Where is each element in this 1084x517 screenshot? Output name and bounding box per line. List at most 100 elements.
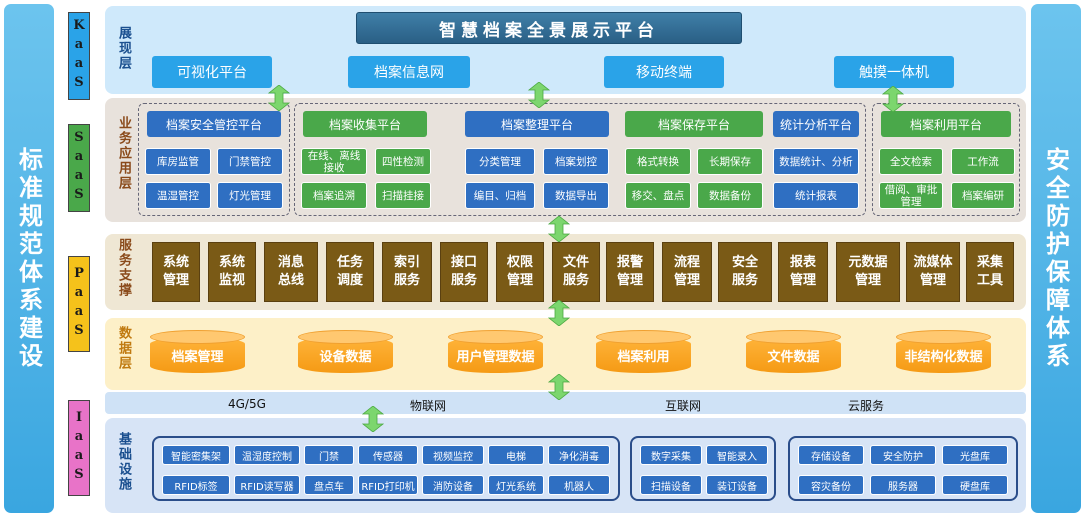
service-item: 元数据 管理: [836, 242, 900, 302]
service-item: 报警 管理: [606, 242, 654, 302]
infra-item: 温湿度控制: [234, 445, 300, 465]
kaas-tag: KaaS: [68, 12, 90, 100]
infra-item: 扫描设备: [640, 475, 702, 495]
data-cylinder: 档案利用: [596, 330, 691, 380]
app-item: 档案划控: [543, 148, 609, 175]
double-arrow-icon: [548, 374, 570, 400]
infra-item: 光盘库: [942, 445, 1008, 465]
infra-item: 装订设备: [706, 475, 768, 495]
infra-group-storage: 存储设备安全防护光盘库容灾备份服务器硬盘库: [788, 436, 1018, 501]
app-item: 统计报表: [773, 182, 859, 209]
cylinder-top: [298, 330, 393, 344]
double-arrow-icon: [362, 406, 384, 432]
app-group-security: 档案安全管控平台 库房监管 门禁管控 温湿管控 灯光管理: [138, 103, 290, 216]
presentation-layer-name: 展现层: [116, 26, 131, 71]
infra-item: 存储设备: [798, 445, 864, 465]
service-item: 文件 服务: [552, 242, 600, 302]
archive-info-network: 档案信息网: [348, 56, 470, 88]
app-item: 编目、归档: [465, 182, 535, 209]
preservation-platform-header: 档案保存平台: [625, 111, 763, 137]
saas-tag-label: SaaS: [71, 130, 87, 206]
app-item: 档案追溯: [301, 182, 367, 209]
data-item-label: 设备数据: [319, 350, 372, 365]
standards-system-label: 标准规范体系建设: [14, 146, 43, 371]
application-layer-name: 业务应用层: [116, 116, 131, 191]
collection-platform-header: 档案收集平台: [303, 111, 427, 137]
app-item: 门禁管控: [217, 148, 283, 175]
data-item-label: 档案利用: [617, 350, 670, 365]
service-item: 流程 管理: [662, 242, 712, 302]
data-item-label: 用户管理数据: [456, 350, 535, 365]
paas-tag-label: PaaS: [71, 266, 87, 342]
infrastructure-band: [105, 418, 1026, 513]
cylinder-top: [448, 330, 543, 344]
security-platform-header: 档案安全管控平台: [147, 111, 281, 137]
double-arrow-icon: [548, 300, 570, 326]
app-item: 长期保存: [697, 148, 763, 175]
infra-item: 盘点车: [304, 475, 354, 495]
saas-tag: SaaS: [68, 124, 90, 212]
cylinder-top: [746, 330, 841, 344]
infra-item: 容灾备份: [798, 475, 864, 495]
app-item: 移交、盘点: [625, 182, 691, 209]
touch-kiosk: 触摸一体机: [834, 56, 954, 88]
app-item: 温湿管控: [145, 182, 211, 209]
app-item: 在线、离线 接收: [301, 148, 367, 175]
service-item: 索引 服务: [382, 242, 432, 302]
infra-item: 净化消毒: [548, 445, 610, 465]
infra-item: 灯光系统: [488, 475, 544, 495]
network-cloud: 云服务: [848, 399, 885, 413]
app-item: 格式转换: [625, 148, 691, 175]
paas-tag: PaaS: [68, 256, 90, 352]
panorama-platform-title: 智慧档案全景展示平台: [356, 12, 742, 44]
service-item: 流媒体 管理: [906, 242, 960, 302]
double-arrow-icon: [268, 85, 290, 111]
security-system-bar: 安全防护保障体系: [1031, 4, 1081, 513]
cylinder-top: [150, 330, 245, 344]
network-internet: 互联网: [665, 399, 702, 413]
app-group-center: 档案收集平台 在线、离线 接收 四性检测 档案追溯 扫描挂接 档案整理平台 分类…: [294, 103, 866, 216]
app-item: 四性检测: [375, 148, 431, 175]
infra-item: 机器人: [548, 475, 610, 495]
infra-item: 服务器: [870, 475, 936, 495]
network-band: [105, 392, 1026, 414]
data-item-label: 非结构化数据: [904, 350, 983, 365]
app-item: 全文检索: [879, 148, 943, 175]
data-cylinder: 档案管理: [150, 330, 245, 380]
security-system-label: 安全防护保障体系: [1041, 146, 1070, 371]
service-item: 权限 管理: [496, 242, 544, 302]
cylinder-top: [596, 330, 691, 344]
app-group-utilization: 档案利用平台 全文检索 工作流 借阅、审批 管理 档案编研: [872, 103, 1020, 216]
service-item: 接口 服务: [440, 242, 488, 302]
app-item: 数据备份: [697, 182, 763, 209]
data-layer-name: 数据层: [116, 326, 131, 371]
service-item: 系统 管理: [152, 242, 200, 302]
infra-item: 安全防护: [870, 445, 936, 465]
infra-item: RFID打印机: [358, 475, 418, 495]
data-cylinder: 非结构化数据: [896, 330, 991, 380]
service-item: 安全 服务: [718, 242, 772, 302]
infra-item: 数字采集: [640, 445, 702, 465]
service-layer-name: 服务支撑: [116, 238, 131, 298]
infra-item: RFID读写器: [234, 475, 300, 495]
app-item: 库房监管: [145, 148, 211, 175]
mobile-terminal: 移动终端: [604, 56, 724, 88]
infra-item: 智能密集架: [162, 445, 230, 465]
iaas-tag: IaaS: [68, 400, 90, 496]
data-cylinder: 用户管理数据: [448, 330, 543, 380]
infrastructure-layer-name: 基础设施: [116, 432, 131, 492]
service-item: 任务 调度: [326, 242, 374, 302]
standards-system-bar: 标准规范体系建设: [4, 4, 54, 513]
infra-item: 智能录入: [706, 445, 768, 465]
service-item: 消息 总线: [264, 242, 318, 302]
service-item: 采集 工具: [966, 242, 1014, 302]
statistics-platform-header: 统计分析平台: [773, 111, 859, 137]
service-item: 系统 监视: [208, 242, 256, 302]
data-band: [105, 318, 1026, 390]
app-item: 档案编研: [951, 182, 1015, 209]
cylinder-top: [896, 330, 991, 344]
data-item-label: 档案管理: [171, 350, 224, 365]
infra-item: RFID标签: [162, 475, 230, 495]
infra-item: 硬盘库: [942, 475, 1008, 495]
